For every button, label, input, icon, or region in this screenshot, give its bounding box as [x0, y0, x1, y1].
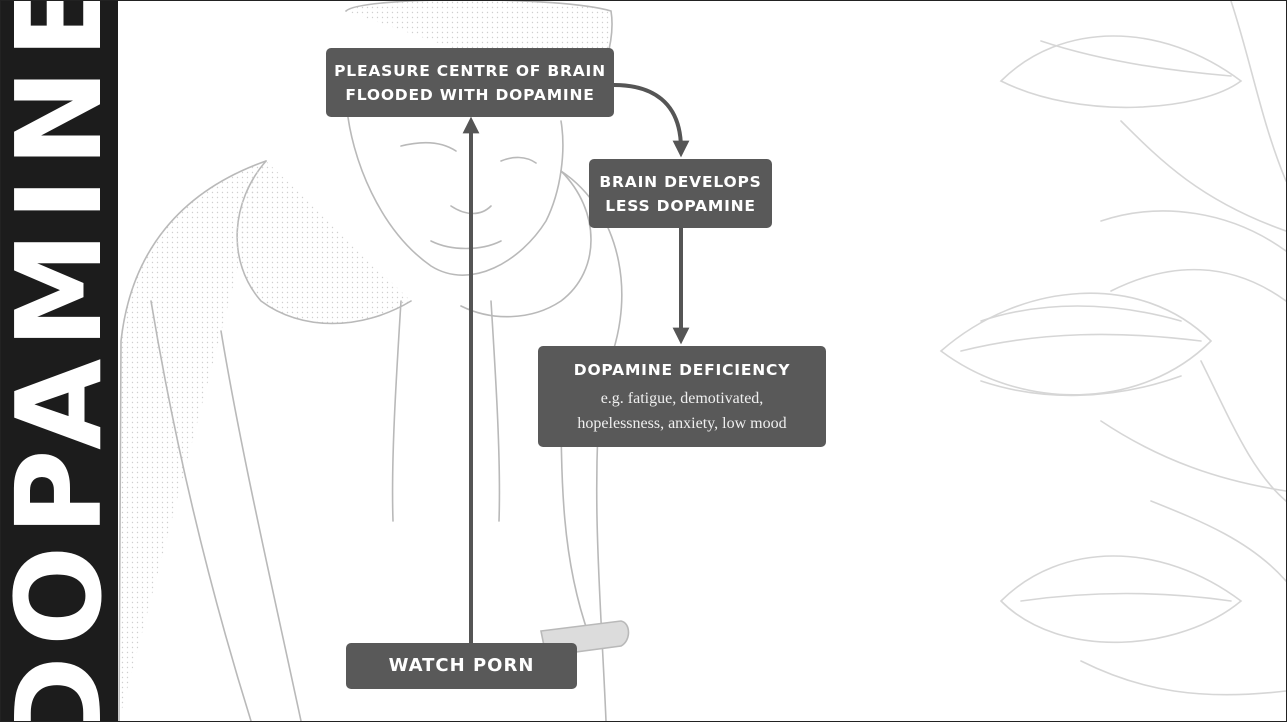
flower-sketch	[941, 1, 1286, 695]
brain-develops-box: BRAIN DEVELOPS LESS DOPAMINE	[589, 159, 772, 228]
pleasure-centre-box: PLEASURE CENTRE OF BRAIN FLOODED WITH DO…	[326, 48, 614, 117]
deficiency-title: DOPAMINE DEFICIENCY	[574, 358, 790, 382]
deficiency-detail: e.g. fatigue, demotivated, hopelessness,…	[577, 386, 786, 436]
side-title: DOPAMINE	[0, 0, 118, 722]
side-band: DOPAMINE	[1, 1, 118, 721]
watch-porn-box: WATCH PORN	[346, 643, 577, 689]
brain-develops-label: BRAIN DEVELOPS LESS DOPAMINE	[599, 170, 761, 218]
pleasure-centre-label: PLEASURE CENTRE OF BRAIN FLOODED WITH DO…	[334, 59, 606, 107]
watch-porn-label: WATCH PORN	[389, 654, 535, 678]
dopamine-deficiency-box: DOPAMINE DEFICIENCY e.g. fatigue, demoti…	[538, 346, 826, 447]
